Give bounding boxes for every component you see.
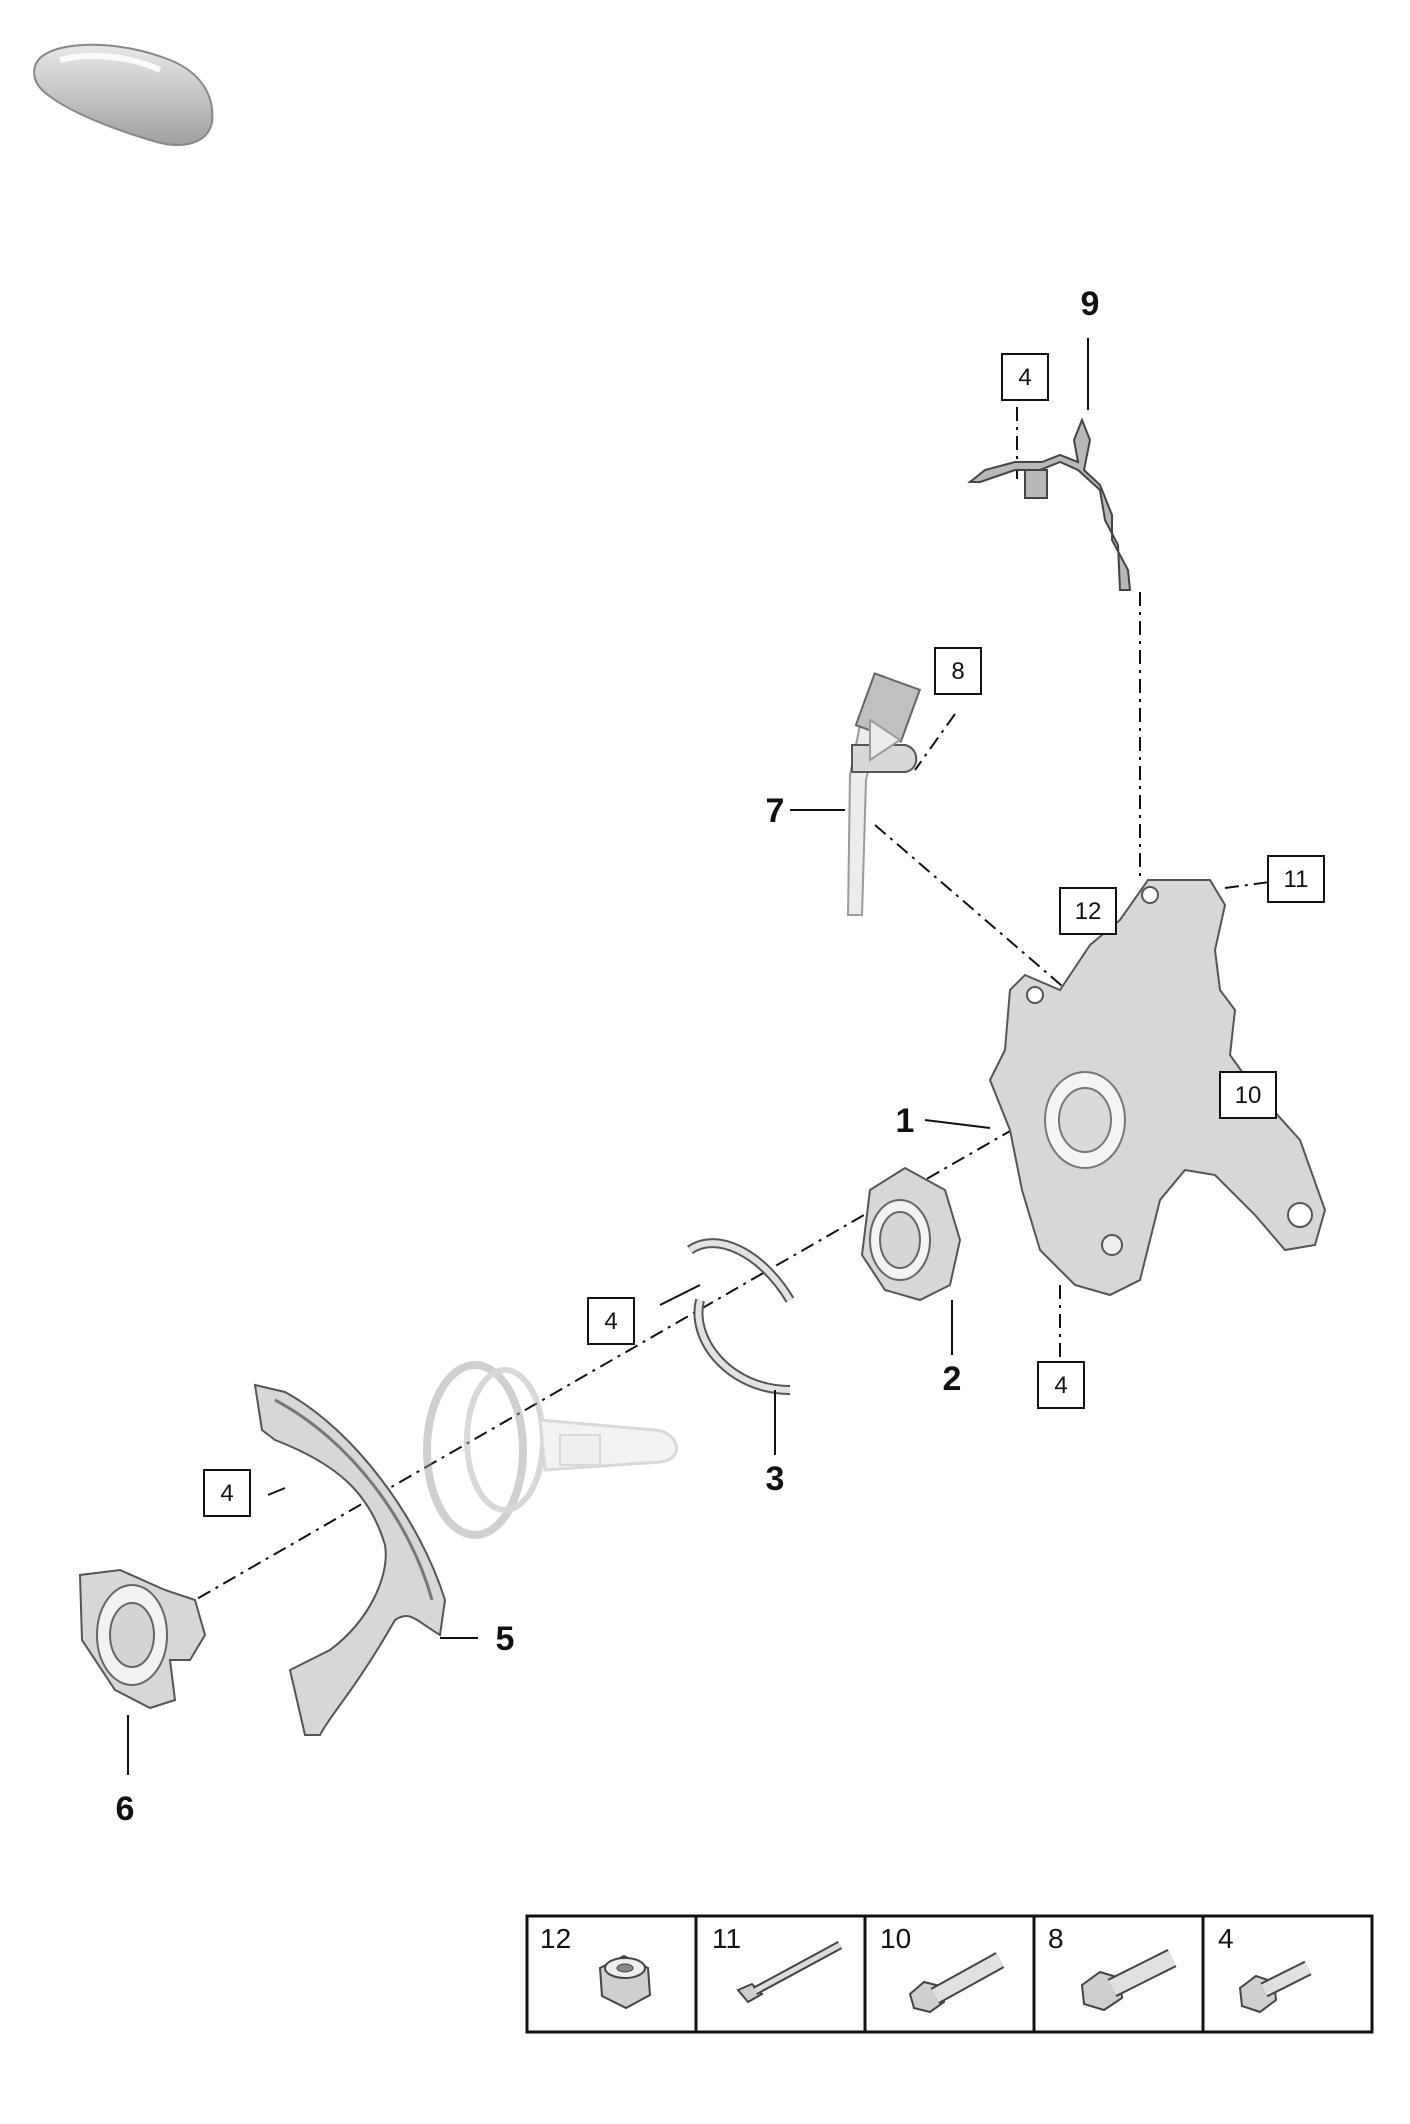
svg-text:4: 4 bbox=[1018, 364, 1031, 391]
ref-box-7: 8 bbox=[934, 647, 982, 695]
svg-text:4: 4 bbox=[220, 1480, 233, 1507]
bracket-part bbox=[967, 417, 1132, 591]
legend-cell-10: 10 bbox=[880, 1923, 1005, 2014]
boxed-references: 4 8 12 11 10 4 4 4 bbox=[203, 353, 1325, 1517]
svg-text:12: 12 bbox=[540, 1923, 571, 1954]
callout-1: 1 bbox=[896, 1102, 915, 1140]
svg-text:8: 8 bbox=[1048, 1923, 1064, 1954]
ref-box-5: 4 bbox=[203, 1469, 251, 1517]
ref-box-1-top: 12 bbox=[1059, 887, 1117, 935]
leader-lines bbox=[127, 338, 1089, 1775]
callout-labels: 9 7 1 2 3 5 6 bbox=[116, 285, 1100, 1828]
svg-text:4: 4 bbox=[1218, 1923, 1234, 1954]
svg-text:10: 10 bbox=[880, 1923, 911, 1954]
wheel-hub-part bbox=[78, 1568, 207, 1710]
fastener-legend: 12 11 10 8 bbox=[525, 1914, 1374, 2034]
sensor-part bbox=[846, 672, 922, 916]
ref-box-9: 4 bbox=[1001, 353, 1049, 401]
ref-box-1-bearing: 10 bbox=[1219, 1071, 1277, 1119]
parking-brake-ghost bbox=[423, 1361, 678, 1539]
legend-cell-4: 4 bbox=[1218, 1923, 1312, 2014]
legend-cell-12: 12 bbox=[540, 1923, 652, 2010]
svg-text:8: 8 bbox=[951, 658, 964, 685]
svg-text:4: 4 bbox=[1054, 1372, 1067, 1399]
socket-bolt-icon bbox=[1080, 1949, 1177, 2012]
hex-bolt-icon bbox=[908, 1952, 1005, 2014]
svg-text:11: 11 bbox=[712, 1923, 741, 1954]
callout-5: 5 bbox=[496, 1620, 515, 1658]
callout-9: 9 bbox=[1081, 285, 1100, 323]
ref-box-1-right: 11 bbox=[1267, 855, 1325, 903]
legend-cell-11: 11 bbox=[712, 1923, 843, 2004]
ref-box-1-bottom: 4 bbox=[1037, 1361, 1085, 1409]
ref-box-3: 4 bbox=[587, 1297, 635, 1345]
callout-6: 6 bbox=[116, 1790, 135, 1828]
steering-knuckle-part bbox=[988, 879, 1327, 1297]
dust-shield-part bbox=[253, 1383, 447, 1736]
long-bolt-icon bbox=[736, 1941, 843, 2004]
short-bolt-icon bbox=[1238, 1960, 1312, 2014]
flange-nut-icon bbox=[598, 1954, 652, 2010]
svg-text:10: 10 bbox=[1235, 1082, 1262, 1109]
wheel-bearing-part bbox=[860, 1166, 962, 1302]
legend-cell-8: 8 bbox=[1048, 1923, 1177, 2012]
callout-7: 7 bbox=[766, 792, 785, 830]
vehicle-thumbnail-icon bbox=[33, 43, 214, 146]
callout-2: 2 bbox=[943, 1360, 962, 1398]
svg-text:11: 11 bbox=[1284, 866, 1309, 893]
retaining-ring-part bbox=[687, 1238, 795, 1395]
svg-text:12: 12 bbox=[1075, 898, 1102, 925]
callout-3: 3 bbox=[766, 1460, 785, 1498]
svg-text:4: 4 bbox=[604, 1308, 617, 1335]
